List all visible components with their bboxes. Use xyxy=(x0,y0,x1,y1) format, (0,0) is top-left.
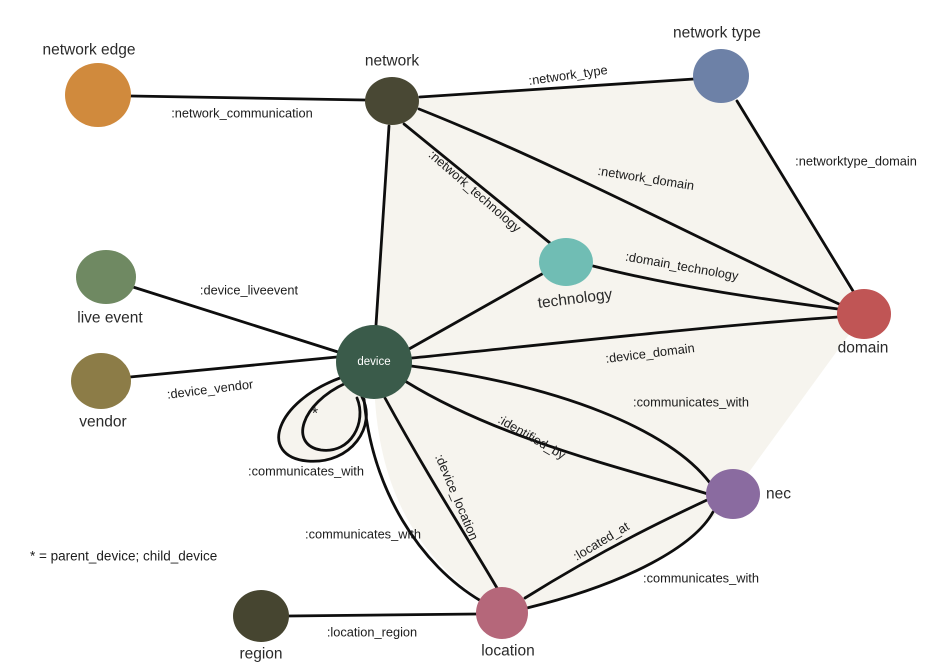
node-region xyxy=(233,590,289,642)
node-nec xyxy=(706,469,760,519)
node-device xyxy=(336,325,412,399)
node-label-vendor: vendor xyxy=(79,414,126,431)
node-live-event xyxy=(76,250,136,304)
nodes xyxy=(65,49,891,642)
edge-network-device xyxy=(374,124,391,327)
edge-domain-technology xyxy=(591,264,840,311)
edge-device-self-loop-inner xyxy=(301,381,362,452)
node-domain xyxy=(837,289,891,339)
edge-device-location-left xyxy=(362,397,483,603)
edge-location-nec-upper xyxy=(523,498,709,600)
edge-network-communication xyxy=(129,94,367,102)
edge-label-location-region: :location_region xyxy=(327,625,417,640)
footnote: * = parent_device; child_device xyxy=(30,549,217,564)
node-label-region: region xyxy=(239,646,282,663)
node-network xyxy=(365,77,419,125)
edge-network-type xyxy=(418,77,696,99)
node-network-type xyxy=(693,49,749,103)
self-loop-marker: * xyxy=(312,406,318,423)
node-label-network: network xyxy=(365,53,420,70)
edge-device-location-right xyxy=(383,396,499,590)
edge-network-domain xyxy=(417,107,841,306)
edge-device-self-loop-outer xyxy=(277,376,368,463)
edge-device-liveevent xyxy=(131,285,340,354)
node-label-location: location xyxy=(481,643,534,660)
edge-location-region xyxy=(286,612,479,618)
edge-label-communicates-with-locnec: :communicates_with xyxy=(643,571,759,586)
edge-device-nec-lower xyxy=(403,379,710,496)
node-label-network-edge: network edge xyxy=(42,42,135,59)
edge-device-nec-upper xyxy=(409,364,712,485)
node-label-live-event: live event xyxy=(77,310,143,327)
edge-label-network-communication: :network_communication xyxy=(171,106,313,121)
edge-label-communicates-with-nec: :communicates_with xyxy=(633,395,749,410)
edge-location-nec-lower xyxy=(525,510,715,610)
edge-network-technology xyxy=(402,122,552,245)
node-network-edge xyxy=(65,63,131,127)
edge-label-device-vendor: :device_vendor xyxy=(166,376,255,402)
edges xyxy=(128,77,855,618)
edge-technology-device xyxy=(407,272,544,351)
edge-label-networktype-domain: :networktype_domain xyxy=(795,154,917,169)
edge-label-device-liveevent: :device_liveevent xyxy=(200,283,299,298)
edge-device-domain xyxy=(410,315,840,360)
node-labels: network edge network network type techno… xyxy=(42,25,888,663)
self-loop-fill xyxy=(278,378,367,462)
edge-label-communicates-with-location: :communicates_with xyxy=(305,527,421,542)
edge-device-vendor xyxy=(128,355,339,379)
node-label-nec: nec xyxy=(766,486,791,503)
node-label-domain: domain xyxy=(838,340,889,357)
node-vendor xyxy=(71,353,131,409)
node-location xyxy=(476,587,528,639)
node-label-network-type: network type xyxy=(673,25,761,42)
edge-networktype-domain xyxy=(735,99,855,293)
node-technology xyxy=(539,238,593,286)
node-label-device: device xyxy=(357,356,390,368)
edge-label-communicates-with-loop: :communicates_with xyxy=(248,464,364,479)
